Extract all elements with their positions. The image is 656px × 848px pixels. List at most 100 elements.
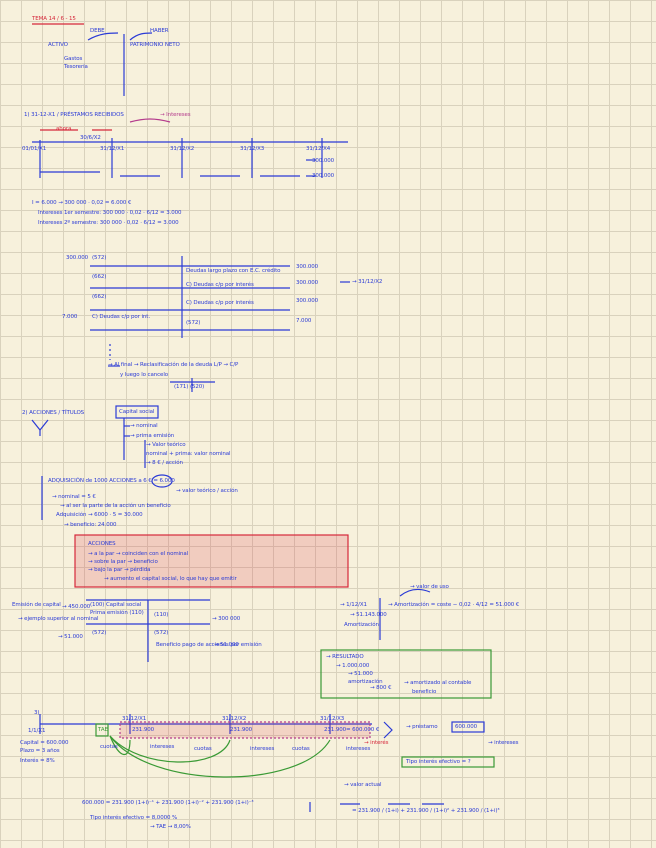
t2-label-0: cuotas bbox=[100, 744, 118, 750]
timeline-date-4: 31/12/X4 bbox=[306, 146, 331, 152]
timeline-date-0: 01/01/X1 bbox=[22, 146, 47, 152]
green-box-1: → 1.000.000 bbox=[336, 663, 370, 669]
t2-final-box: 600.000 bbox=[455, 724, 478, 730]
balance-left-3: Tesorería bbox=[64, 64, 88, 70]
journal1-detalle-1: C) Deudas c/p por interés bbox=[186, 282, 254, 288]
t2-result: = 600.000 € bbox=[346, 727, 380, 733]
timeline-mark-1: 30/6/X2 bbox=[80, 135, 101, 141]
t2-label-4: cuotas bbox=[292, 746, 310, 752]
sec1-title: 1) 31-12-X1 / PRÉSTAMOS RECIBIDOS bbox=[24, 112, 124, 118]
right-calc-2: Amortización bbox=[344, 622, 379, 628]
calc-line-1: Intereses 1er semestre: 300 000 · 0,02 ·… bbox=[38, 210, 182, 216]
journal1-debe-0: 300.000 bbox=[66, 255, 89, 261]
t2-note: → interés bbox=[364, 740, 389, 746]
balance-debe: DEBE bbox=[90, 28, 105, 34]
j2-mid2-2: Beneficio pago de acciones por emisión bbox=[156, 642, 262, 648]
reclass-0: → Al final → Reclasificación de la deuda… bbox=[108, 362, 239, 368]
green-box-0: → RESULTADO bbox=[326, 654, 364, 660]
balance-left-0: ACTIVO bbox=[48, 42, 68, 48]
reclass-1: y luego lo cancelo bbox=[120, 372, 169, 378]
j2-mid-1: Prima emisión (110) bbox=[90, 610, 144, 616]
calc-line-0: I = 6.000 → 300 000 · 0,02 = 6.000 € bbox=[32, 200, 132, 206]
formula-1: → valor actual bbox=[344, 782, 382, 788]
journal1-haber-2: 300.000 bbox=[296, 298, 319, 304]
j2-mid-2: (572) bbox=[92, 630, 107, 636]
j2-left-2: → ejemplo superior al nominal bbox=[18, 616, 99, 622]
journal1-note: → 31/12/X2 bbox=[352, 279, 383, 285]
green-box-5: → amortizado al contable bbox=[404, 680, 472, 686]
journal1-haber-1: 300.000 bbox=[296, 280, 319, 286]
formula-4: → TAE → 8,00% bbox=[150, 824, 191, 830]
right-calc-4: → valor de uso bbox=[410, 584, 449, 590]
t2-value-2: 231.900 bbox=[324, 727, 347, 733]
t2-date-2: 31/12/X3 bbox=[320, 716, 345, 722]
reclass-2: (171) (520) bbox=[174, 384, 205, 390]
t2-start: 1/1/X1 bbox=[28, 728, 46, 734]
t2-label-3: intereses bbox=[250, 746, 275, 752]
journal1-cuenta-3: C) Deudas c/p por int. bbox=[92, 314, 151, 320]
adq-4: Adquisición → 6000 · 5 = 30.000 bbox=[56, 512, 143, 518]
t2-value-0: 231.900 bbox=[132, 727, 155, 733]
journal1-detalle-0: Deudas largo plazo con E.C. crédito bbox=[186, 268, 281, 274]
journal1-cuenta-1: (662) bbox=[92, 274, 107, 280]
t2-left-2: Interés = 8% bbox=[20, 758, 55, 764]
j2-left-0: Emisión de capital bbox=[12, 602, 61, 608]
journal1-debe-3: 7.000 bbox=[62, 314, 78, 320]
t2-label-5: intereses bbox=[346, 746, 371, 752]
j2-left-1: → 450.000 bbox=[62, 604, 91, 610]
journal1-cuenta-0: (572) bbox=[92, 255, 107, 261]
sec2-item-0: → nominal bbox=[130, 423, 158, 429]
page-title: TEMA 14 / 6 - 15 bbox=[32, 16, 76, 22]
sec2-item-1: → prima emisión bbox=[130, 433, 175, 439]
calc-line-2: Intereses 2º semestre: 300 000 · 0,02 · … bbox=[38, 220, 179, 226]
acciones-box-line-2: → bajo la par → pérdida bbox=[88, 567, 151, 573]
green-box-4: → 800 € bbox=[370, 685, 392, 691]
sec3-title: 3) bbox=[34, 710, 40, 716]
adq-5: → beneficio: 24.000 bbox=[64, 522, 117, 528]
j2-right-1: → 300 000 bbox=[212, 616, 241, 622]
journal1-detalle-3: (572) bbox=[186, 320, 201, 326]
j2-mid2-0: (110) bbox=[154, 612, 169, 618]
sec2-item-5: → 8 € / acción bbox=[146, 460, 183, 466]
timeline-mark-0: ahora bbox=[56, 126, 72, 132]
t2-value-1: 231.900 bbox=[230, 727, 253, 733]
t2-label-1: intereses bbox=[150, 744, 175, 750]
formula-2: = 231.900 / (1+i) + 231.900 / (1+i)² + 2… bbox=[352, 808, 500, 814]
journal1-haber-0: 300.000 bbox=[296, 264, 319, 270]
t2-left-1: Plazo = 3 años bbox=[20, 748, 60, 754]
acciones-box-line-0: → a la par → coinciden con el nominal bbox=[88, 551, 189, 557]
journal1-detalle-2: C) Deudas c/p por interés bbox=[186, 300, 254, 306]
tipo-box: Tipo interés efectivo = ? bbox=[406, 759, 471, 765]
formula-0: 600.000 = 231.900 (1+i)⁻¹ + 231.900 (1+i… bbox=[82, 800, 254, 806]
acciones-box-line-1: → sobre la par → beneficio bbox=[88, 559, 158, 565]
sec2-box: Capital social bbox=[119, 409, 155, 415]
right-calc-3: → Amortización = coste − 0,02 · 4/12 = 5… bbox=[388, 602, 520, 608]
adq-2: → nominal = 5 € bbox=[52, 494, 96, 500]
adq-3: → al ser la parte de la acción un benefi… bbox=[60, 503, 171, 509]
adq-0: ADQUISICIÓN de 1000 ACCIONES a 6 € = 6.0… bbox=[48, 478, 175, 484]
j2-mid2-1: (572) bbox=[154, 630, 169, 636]
journal1-cuenta-2: (662) bbox=[92, 294, 107, 300]
acciones-box-line-3: → aumento el capital social, lo que hay … bbox=[104, 576, 237, 582]
journal1-haber-3: 7.000 bbox=[296, 318, 312, 324]
balance-haber: HABER bbox=[150, 28, 169, 34]
sec2-title: 2) ACCIONES / TÍTULOS bbox=[22, 410, 85, 416]
green-box-2: → 51.000 bbox=[348, 671, 373, 677]
sec1-note: → Intereses bbox=[160, 112, 191, 118]
j2-left-3: → 51.000 bbox=[58, 634, 83, 640]
formula-3: Tipo interés efectivo = 8,0000 % bbox=[90, 815, 178, 821]
sec2-item-2: → Valor teórico bbox=[146, 442, 186, 448]
balance-right-0: PATRIMONIO NETO bbox=[130, 42, 180, 48]
green-box-6: beneficio bbox=[412, 689, 437, 695]
green-box-3: amortización bbox=[348, 679, 383, 685]
timeline-value-1: 300.000 bbox=[312, 173, 335, 179]
timeline-date-1: 31/12/X1 bbox=[100, 146, 125, 152]
t2-left-0: Capital = 600.000 bbox=[20, 740, 69, 746]
j2-right-2: → 51.000 bbox=[214, 642, 239, 648]
acciones-box-title: ACCIONES bbox=[88, 541, 116, 547]
right-calc-0: → 1/12/X1 bbox=[340, 602, 367, 608]
timeline-date-2: 31/12/X2 bbox=[170, 146, 195, 152]
t2-badge: TAE bbox=[98, 727, 108, 733]
t2-label-2: cuotas bbox=[194, 746, 212, 752]
